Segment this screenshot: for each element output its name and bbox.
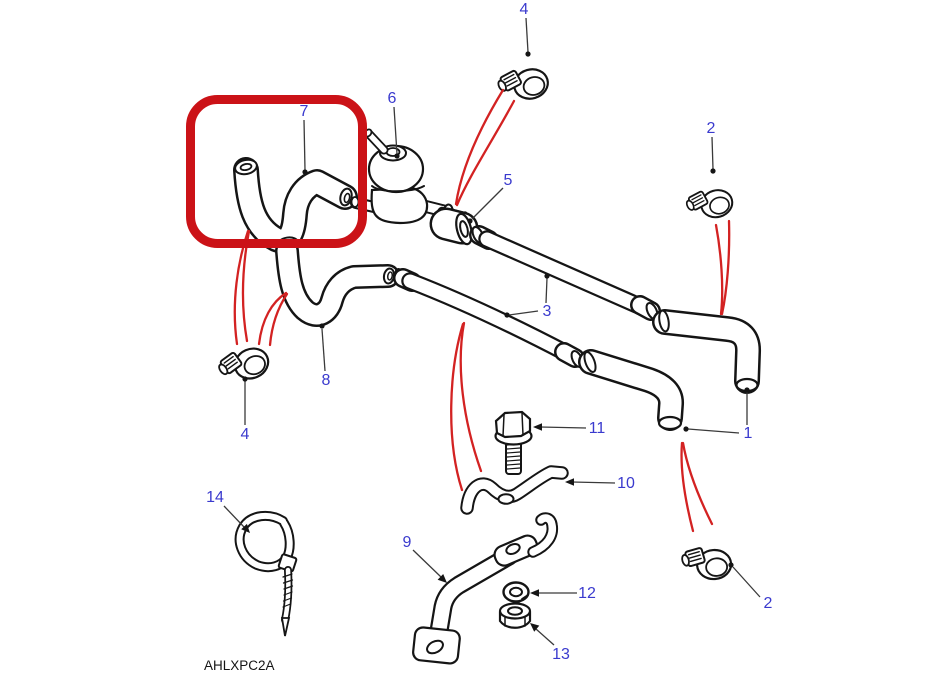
callout-13[interactable]: 13 bbox=[552, 646, 570, 663]
part-4-clamp-top bbox=[494, 64, 553, 104]
callout-labels: 4 7 6 2 5 3 1 8 4 11 10 9 12 13 14 2 bbox=[206, 1, 772, 663]
part-1-elbow-hoses bbox=[578, 309, 761, 431]
highlight-box bbox=[186, 95, 367, 248]
part-3-fuel-hoses bbox=[393, 225, 661, 368]
part-10-saddle-clamp bbox=[460, 465, 569, 515]
callout-2-right[interactable]: 2 bbox=[707, 120, 716, 137]
part-9-mounting-bracket bbox=[412, 512, 559, 665]
callout-4-left[interactable]: 4 bbox=[241, 426, 250, 443]
part-11-flange-bolt bbox=[494, 410, 533, 475]
part-5-connector-sleeve bbox=[429, 206, 479, 246]
callout-7[interactable]: 7 bbox=[300, 103, 309, 120]
callout-3[interactable]: 3 bbox=[543, 303, 552, 320]
callout-5[interactable]: 5 bbox=[504, 172, 513, 189]
callout-14[interactable]: 14 bbox=[206, 489, 224, 506]
callout-6[interactable]: 6 bbox=[388, 90, 397, 107]
callout-4-top[interactable]: 4 bbox=[520, 1, 529, 18]
callout-9[interactable]: 9 bbox=[403, 534, 412, 551]
part-2-clamp-right bbox=[683, 185, 737, 222]
callout-2-bottom[interactable]: 2 bbox=[764, 595, 773, 612]
callout-11[interactable]: 11 bbox=[589, 420, 606, 437]
part-12-spring-washer bbox=[502, 581, 530, 603]
part-13-hex-nut bbox=[498, 602, 532, 629]
part-14-cable-tie bbox=[234, 510, 298, 637]
part-7-outlet-hose bbox=[233, 157, 358, 254]
part-6-pressure-regulator bbox=[350, 128, 469, 225]
drawing-code: AHLXPC2A bbox=[204, 658, 275, 673]
callout-10[interactable]: 10 bbox=[617, 475, 635, 492]
callout-12[interactable]: 12 bbox=[578, 585, 596, 602]
callout-1[interactable]: 1 bbox=[744, 425, 753, 442]
part-8-bypass-hose bbox=[275, 239, 400, 327]
callout-8[interactable]: 8 bbox=[322, 372, 331, 389]
leader-lines bbox=[223, 17, 761, 646]
part-2-clamp-bottom bbox=[674, 537, 739, 589]
